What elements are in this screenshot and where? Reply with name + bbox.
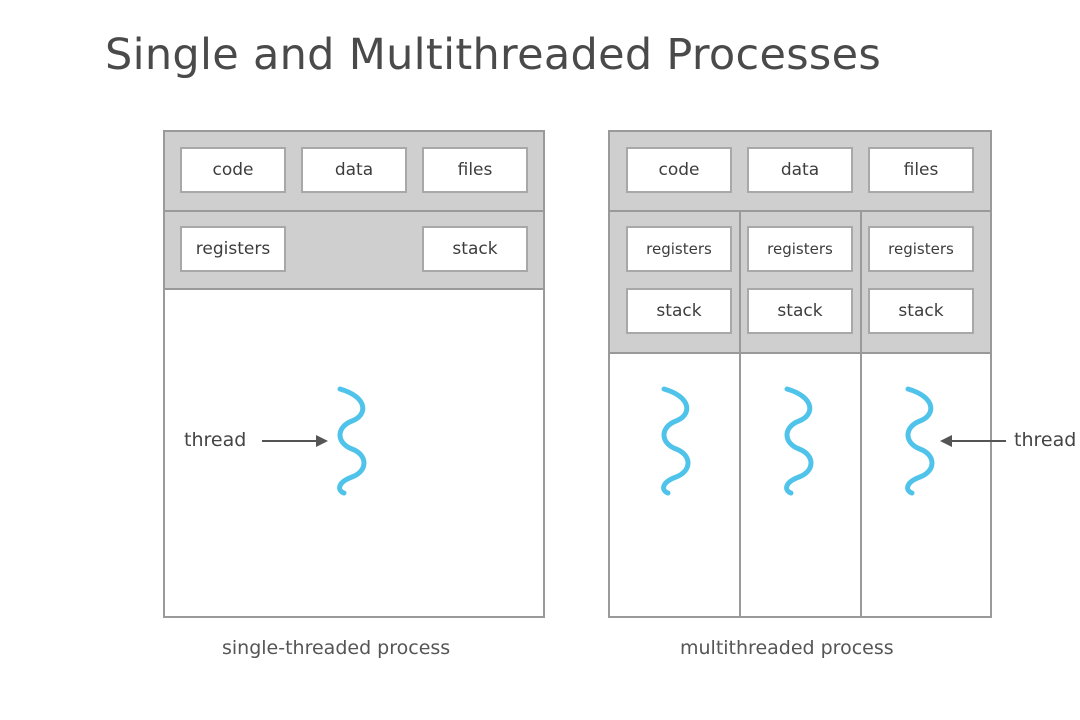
shared-resources-band: code data files (165, 132, 543, 212)
thread-state-band: registers registers registers stack stac… (610, 212, 990, 354)
stack-box-3: stack (868, 288, 974, 334)
multithreaded-caption: multithreaded process (680, 637, 894, 659)
slide-title: Single and Multithreaded Processes (105, 30, 882, 80)
thread-wave-icon (337, 386, 367, 496)
stack-box-2: stack (747, 288, 853, 334)
multithreaded-process-box: code data files registers registers regi… (608, 130, 992, 618)
stack-box-1: stack (626, 288, 732, 334)
code-box: code (626, 147, 732, 193)
data-box: data (301, 147, 407, 193)
single-threaded-process-box: code data files registers stack (163, 130, 545, 618)
single-threaded-caption: single-threaded process (222, 637, 451, 659)
registers-box-3: registers (868, 226, 974, 272)
thread-wave-icon (784, 386, 814, 496)
thread-label-single: thread (184, 429, 247, 451)
registers-box-2: registers (747, 226, 853, 272)
arrow-right-icon (262, 435, 328, 447)
files-box: files (868, 147, 974, 193)
data-box: data (747, 147, 853, 193)
thread-column-divider (739, 212, 741, 616)
registers-box: registers (180, 226, 286, 272)
thread-state-band: registers stack (165, 212, 543, 290)
registers-box-1: registers (626, 226, 732, 272)
shared-resources-band: code data files (610, 132, 990, 212)
files-box: files (422, 147, 528, 193)
thread-wave-icon (905, 386, 935, 496)
thread-wave-icon (661, 386, 691, 496)
code-box: code (180, 147, 286, 193)
thread-label-multi: thread (1014, 429, 1077, 451)
stack-box: stack (422, 226, 528, 272)
thread-column-divider (860, 212, 862, 616)
arrow-left-icon (940, 435, 1006, 447)
